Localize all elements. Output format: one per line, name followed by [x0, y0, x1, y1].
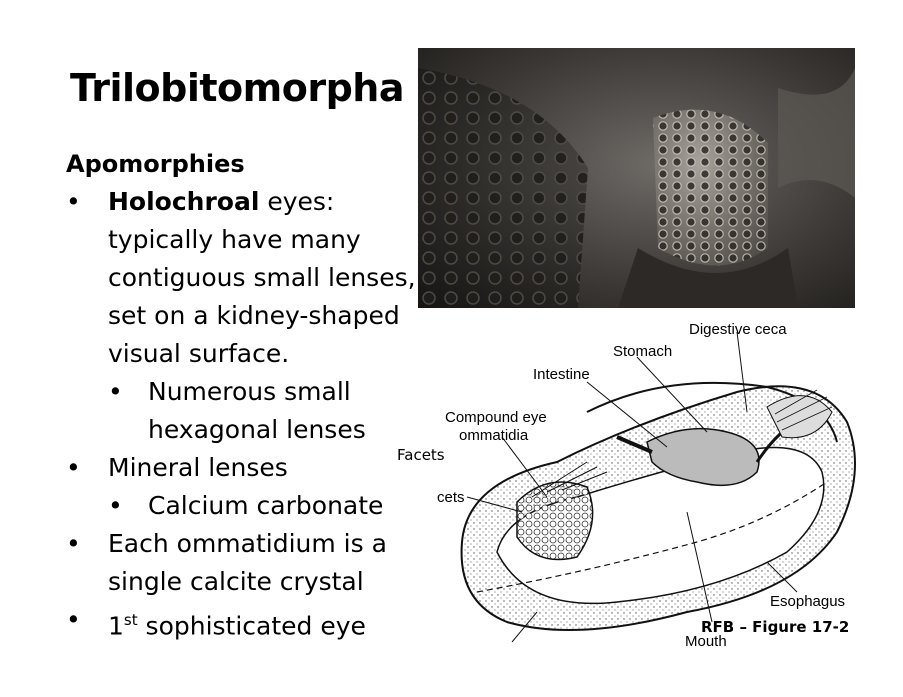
facets-label: Facets — [397, 446, 445, 464]
apomorphy-list: Apomorphies • Holochroal eyes: typically… — [66, 145, 416, 645]
anatomy-drawing: Digestive ceca Stomach Intestine Compoun… — [437, 312, 865, 660]
label-digestive-ceca: Digestive ceca — [689, 321, 787, 338]
bullet-ommatidium: • Each ommatidium is a single calcite cr… — [66, 525, 416, 601]
slide-title: Trilobitomorpha — [70, 66, 404, 110]
bullet-dot: • — [66, 453, 81, 482]
trilobite-eye-photo — [418, 48, 855, 308]
bullet-dot: • — [66, 529, 81, 558]
bullet-dot: • — [108, 491, 123, 520]
figure-caption: RFB – Figure 17-2 — [701, 618, 850, 636]
bullet-text-pre: 1 — [108, 611, 124, 641]
bullet-first-eye: • 1st sophisticated eye — [66, 601, 416, 645]
list-heading: Apomorphies — [66, 150, 245, 178]
bullet-text-post: sophisticated eye — [137, 611, 366, 641]
label-intestine: Intestine — [533, 366, 590, 383]
bullet-dot: • — [66, 187, 81, 216]
label-ommatidia: ommatidia — [459, 427, 529, 444]
bullet-bold-term: Holochroal — [108, 187, 260, 216]
label-compound-eye: Compound eye — [445, 409, 547, 426]
label-esophagus: Esophagus — [770, 593, 845, 610]
sub-bullet-calcium: • Calcium carbonate — [66, 487, 416, 525]
sub-bullet-hexagonal: • Numerous small hexagonal lenses — [66, 373, 416, 449]
trilobite-anatomy-diagram: Digestive ceca Stomach Intestine Compoun… — [437, 312, 865, 660]
bullet-text: Calcium carbonate — [148, 491, 384, 520]
bullet-dot: • — [66, 605, 81, 634]
bullet-text: Numerous small hexagonal lenses — [148, 377, 366, 444]
bullet-text: eyes: typically have many contiguous sma… — [108, 187, 416, 368]
bullet-text: Each ommatidium is a single calcite crys… — [108, 529, 387, 596]
bullet-holochroal: • Holochroal eyes: typically have many c… — [66, 183, 416, 373]
label-facets-partial: cets — [437, 489, 465, 506]
bullet-dot: • — [108, 377, 123, 406]
bullet-superscript: st — [123, 611, 138, 629]
label-mouth: Mouth — [685, 633, 727, 650]
photo-illustration — [418, 48, 855, 308]
label-stomach: Stomach — [613, 343, 672, 360]
bullet-mineral-lenses: • Mineral lenses — [66, 449, 416, 487]
bullet-text: Mineral lenses — [108, 453, 288, 482]
